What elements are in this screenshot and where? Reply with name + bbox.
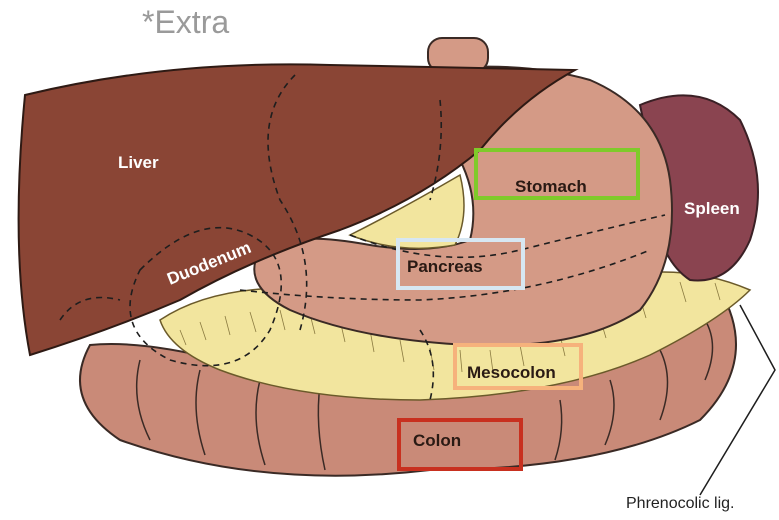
colon-label: Colon <box>413 431 461 450</box>
mesocolon-label: Mesocolon <box>467 363 556 382</box>
stomach-label: Stomach <box>515 177 587 196</box>
spleen-label: Spleen <box>684 199 740 218</box>
liver-label: Liver <box>118 153 159 172</box>
pancreas-label: Pancreas <box>407 257 483 276</box>
phrenocolic-ligament-caption: Phrenocolic lig. <box>626 495 735 513</box>
